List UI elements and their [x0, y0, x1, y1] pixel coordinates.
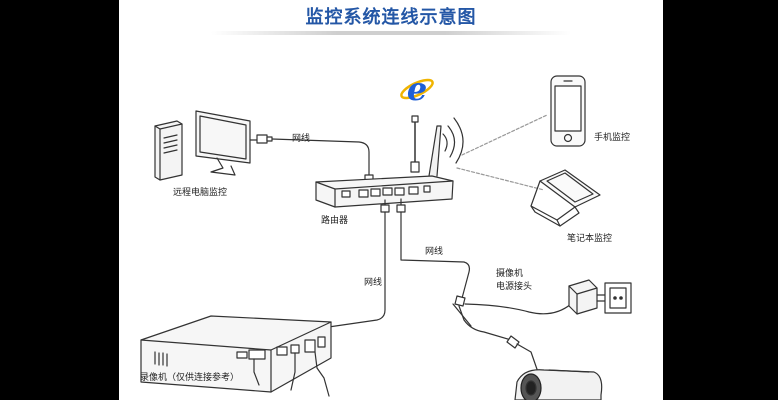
phone-icon — [550, 75, 586, 147]
laptop-icon — [530, 169, 601, 227]
camera-power-label-2: 电源接头 — [496, 282, 533, 292]
title-underline — [211, 31, 571, 35]
camera-power-label-1: 摄像机 — [496, 269, 524, 279]
camera-pigtail — [458, 305, 512, 341]
recorder-label: 录像机（仅供连接参考） — [140, 373, 240, 383]
diagram-drawing: e — [140, 70, 632, 400]
diagram-title: 监控系统连线示意图 — [305, 7, 477, 28]
svg-text:e: e — [407, 70, 427, 108]
cable-router-camera — [400, 211, 471, 303]
laptop-label: 笔记本监控 — [567, 234, 613, 244]
wireless-link-phone — [461, 114, 548, 156]
router-icon — [315, 125, 454, 213]
ie-browser-icon: e — [400, 70, 434, 108]
router-label: 路由器 — [321, 216, 349, 226]
cable-label-pc: 网线 — [292, 134, 311, 144]
wifi-signal — [442, 117, 464, 164]
cable-label-camera: 网线 — [425, 247, 444, 257]
remote-pc-label: 远程电脑监控 — [173, 188, 228, 198]
camera-icon — [514, 369, 603, 400]
phone-label: 手机监控 — [594, 133, 631, 143]
computer-icon — [154, 110, 273, 181]
cable-pc-router — [271, 138, 370, 177]
recorder-icon — [140, 315, 332, 397]
cable-label-recorder: 网线 — [364, 278, 383, 288]
diagram-canvas: 监控系统连线示意图 e — [119, 0, 663, 400]
power-adapter-icon — [568, 279, 632, 315]
wireless-link-laptop — [456, 167, 545, 191]
camera-power-cable — [464, 303, 572, 315]
